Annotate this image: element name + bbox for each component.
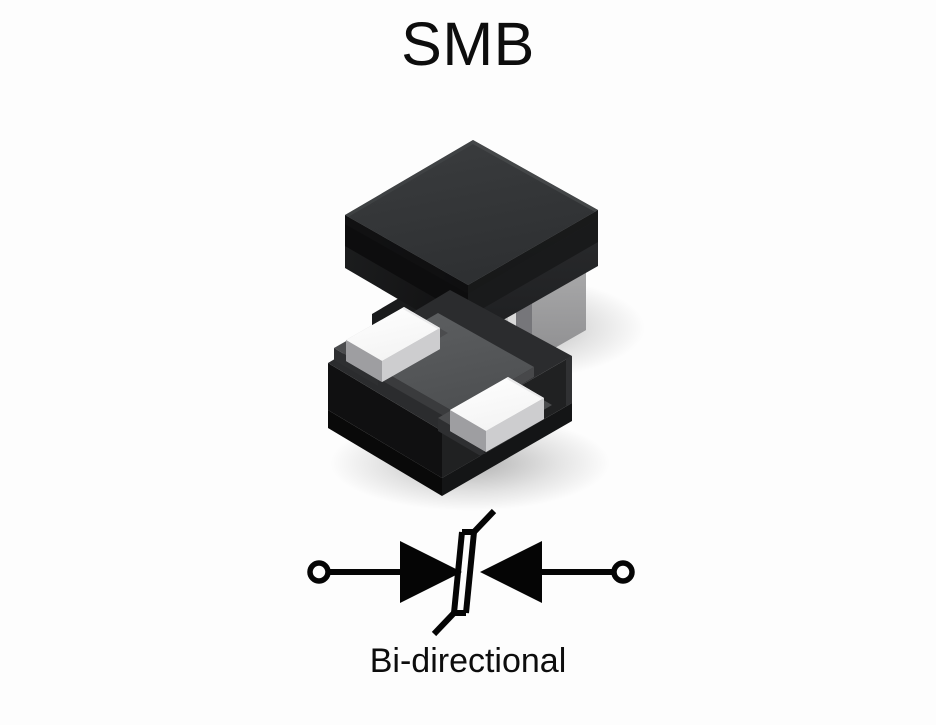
cathode-arm-lower (431, 610, 457, 637)
body-rim-highlight (566, 356, 572, 406)
terminal-right-circle (611, 560, 635, 584)
package-view-top-3d (345, 140, 598, 362)
diode-triangle-right (480, 541, 542, 603)
zener-cathode-bar (431, 508, 497, 637)
package-view-bottom-3d (328, 290, 572, 496)
solder-pad-left (334, 307, 448, 386)
terminal-left-circle (307, 560, 331, 584)
figure-caption: Bi-directional (369, 642, 567, 680)
body-standoff-bottom (328, 403, 572, 496)
schematic-symbol (296, 505, 646, 640)
cathode-arm-upper (471, 508, 497, 535)
symbol-strokes (307, 508, 635, 637)
package-illustration-group (320, 118, 645, 511)
diode-triangle-left (400, 541, 462, 603)
solder-pad-right (438, 377, 552, 458)
body-standoff-top (345, 219, 598, 317)
page-title: SMB (401, 10, 535, 78)
